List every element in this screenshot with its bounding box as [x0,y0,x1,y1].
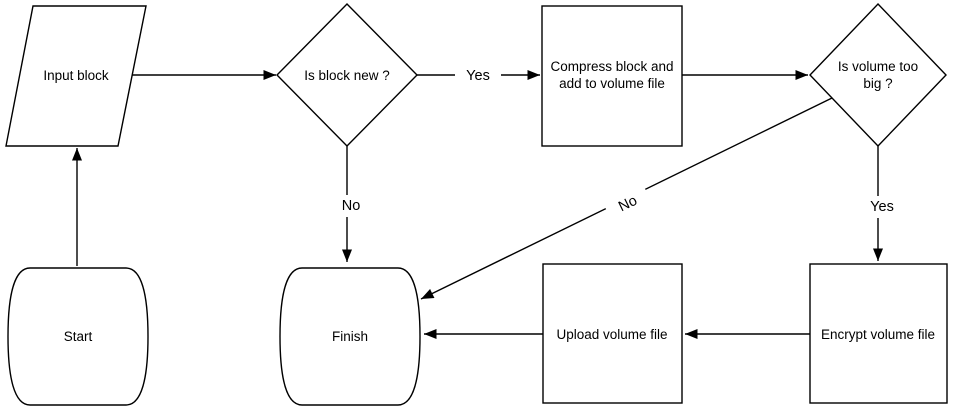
start-label: Start [63,328,93,344]
is-volume-too-big-shape [809,2,947,148]
input-block-label: Input block [43,67,109,83]
edge-label-volume-big-yes: Yes [859,196,905,218]
finish-shape [279,267,421,406]
upload-volume-label: Upload volume file [556,326,668,342]
edge-label-block-new-no: No [329,195,373,217]
upload-volume-shape [542,263,683,404]
compress-block-shape [541,5,683,147]
is-block-new-shape [276,3,418,147]
is-volume-too-big-label: Is volume too big ? [837,59,919,91]
compress-block-label: Compress block and add to volume file [550,59,674,91]
finish-label: Finish [331,328,368,344]
edge-label-block-new-yes: Yes [455,65,501,87]
input-block-shape [5,5,147,147]
is-block-new-label: Is block new ? [304,67,390,83]
start-shape [7,267,149,406]
encrypt-volume-label: Encrypt volume file [820,326,936,342]
encrypt-volume-shape [809,263,948,404]
